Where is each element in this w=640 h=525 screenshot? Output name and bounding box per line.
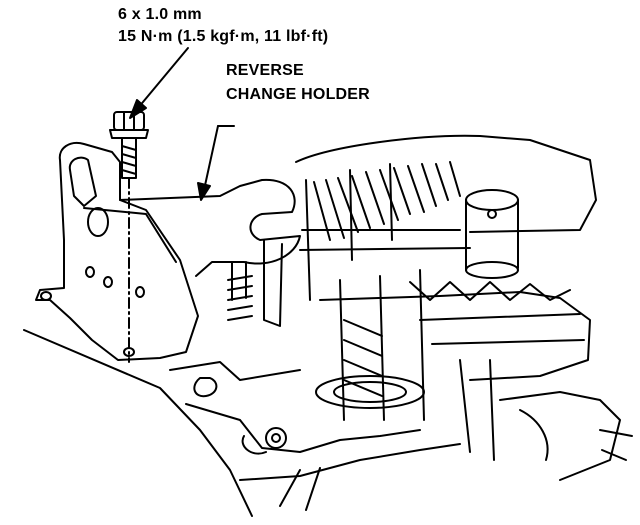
reverse-change-holder: [36, 143, 300, 360]
bolt-torque-label: 15 N·m (1.5 kgf·m, 11 lbf·ft): [118, 28, 329, 45]
bolt-size-label: 6 x 1.0 mm: [118, 6, 202, 23]
part-name-line1: REVERSE: [226, 62, 304, 79]
flange-bolt: [110, 112, 148, 178]
transmission-case: [24, 330, 632, 516]
holder-leader-arrow: [198, 126, 234, 200]
part-name-line2: CHANGE HOLDER: [226, 86, 370, 103]
gear-shaft-assembly: [296, 136, 596, 460]
bolt-leader-arrow: [130, 48, 188, 118]
